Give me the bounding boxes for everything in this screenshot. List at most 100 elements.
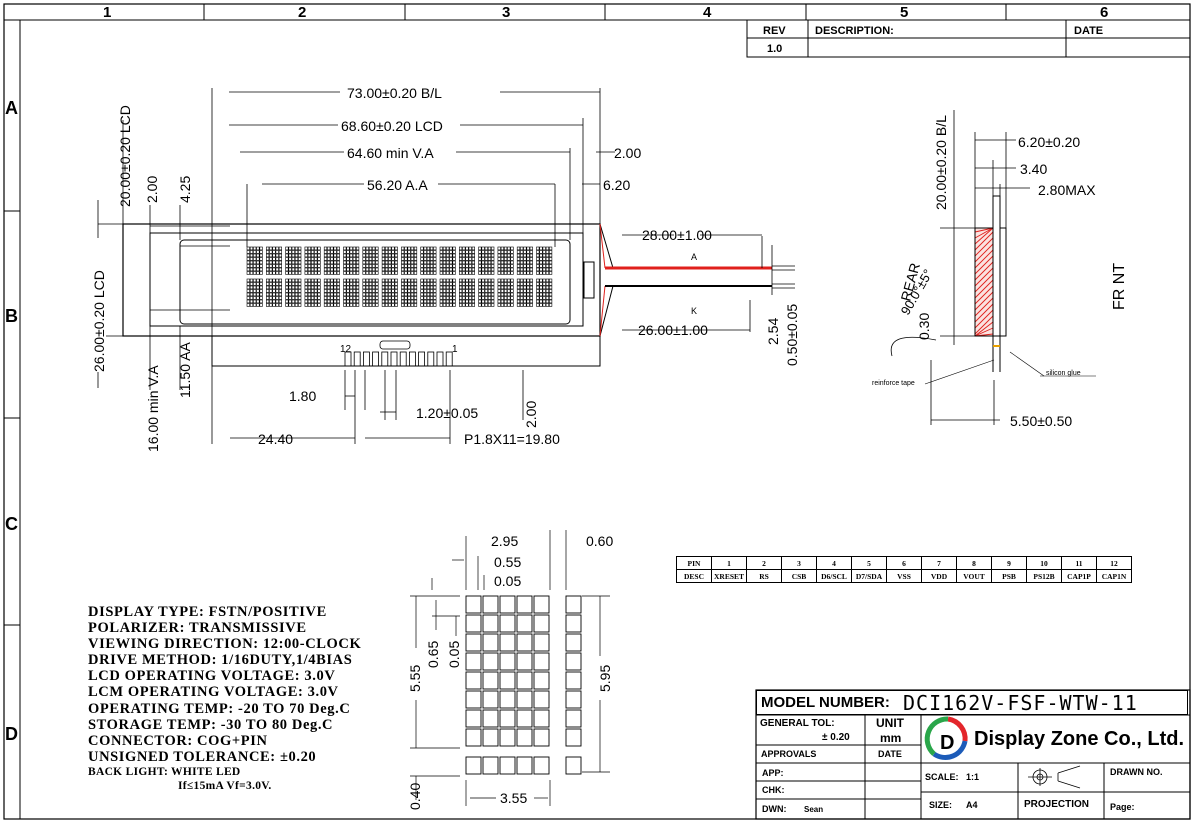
spec-line: OPERATING TEMP: -20 TO 70 Deg.C: [88, 700, 351, 717]
pin-desc-cell: VDD: [921, 569, 958, 583]
unit-label: UNIT: [876, 716, 905, 730]
side-dim-550: 5.50±0.50: [1010, 413, 1072, 429]
scale-value: 1:1: [966, 772, 979, 782]
model-number-label: MODEL NUMBER:: [761, 694, 890, 711]
dim-right-200: 2.00: [614, 145, 641, 161]
dim-120: 1.20±0.05: [416, 405, 478, 421]
general-tol-value: ± 0.20: [822, 732, 850, 743]
pin-number-cell: 9: [991, 556, 1028, 570]
pin-desc-cell: XRESET: [710, 569, 748, 583]
silicon-glue-label: silicon glue: [1046, 370, 1081, 377]
pin-desc-cell: CAP1P: [1061, 569, 1098, 583]
model-number-value: DCI162V-FSF-WTW-11: [903, 691, 1138, 715]
grid-col-3: 3: [502, 4, 510, 21]
spec-line: POLARIZER: TRANSMISSIVE: [88, 620, 307, 637]
pin-desc-cell: CAP1N: [1096, 569, 1133, 583]
dim-lcd-height-26: 26.00±0.20 LCD: [91, 270, 107, 372]
pin-desc-cell: D6/SCL: [816, 569, 853, 583]
pin-number-cell: 11: [1061, 556, 1098, 570]
char-detail-labels: 2.95 0.60 0.55 0.05 0.65 0.05 5.55 5.95 …: [407, 533, 613, 810]
dim-left-425: 4.25: [177, 176, 193, 203]
cd-dim-595: 5.95: [597, 665, 613, 692]
unit-value: mm: [880, 731, 901, 745]
reinforce-tape-label: reinforce tape: [872, 380, 915, 387]
chk-label: CHK:: [762, 785, 785, 795]
general-tol-label: GENERAL TOL:: [760, 718, 835, 729]
size-value: A4: [966, 800, 978, 810]
pin-number-cell: 7: [921, 556, 958, 570]
side-view-labels: 20.00±0.20 B/L 6.20±0.20 3.40 2.80MAX RE…: [872, 115, 1128, 429]
grid-col-4: 4: [703, 4, 712, 21]
pin-1-label: 1: [452, 344, 458, 355]
fpc-pins: [344, 340, 453, 367]
date-label: DATE: [878, 749, 902, 759]
cd-dim-005b: 0.05: [446, 641, 462, 668]
date-header: DATE: [1074, 25, 1103, 37]
front-view: [97, 88, 615, 444]
rev-value: 1.0: [767, 43, 782, 55]
pin-number-cell: 1: [710, 556, 748, 570]
pin-number-cell: 4: [816, 556, 853, 570]
grid-row-b: B: [5, 306, 18, 326]
led-cable: [605, 234, 795, 332]
company-logo-icon: D: [924, 716, 968, 760]
rev-header: REV: [763, 25, 786, 37]
pin-number-cell: 12: [1096, 556, 1133, 570]
pin-desc-cell: D7/SDA: [851, 569, 888, 583]
cd-dim-060: 0.60: [586, 533, 613, 549]
cd-dim-355: 3.55: [500, 790, 527, 806]
grid-col-5: 5: [900, 4, 908, 21]
cd-dim-295: 2.95: [491, 533, 518, 549]
drawn-no-label: DRAWN NO.: [1110, 767, 1163, 777]
scale-label: SCALE:: [925, 772, 959, 782]
pin-number-cell: 6: [886, 556, 923, 570]
dim-200b: 2.00: [523, 401, 539, 428]
side-dim-340: 3.40: [1020, 161, 1047, 177]
pin-number-cell: 5: [851, 556, 888, 570]
pin-number-cell: 3: [781, 556, 818, 570]
dim-va-width: 64.60 min V.A: [347, 145, 434, 161]
cable-k-label: K: [691, 306, 697, 316]
grid-row-c: C: [5, 514, 18, 534]
dim-180: 1.80: [289, 388, 316, 404]
dim-lcd-height-20: 20.00±0.20 LCD: [117, 105, 133, 207]
led-tab: [583, 261, 595, 299]
spec-line: DISPLAY TYPE: FSTN/POSITIVE: [88, 604, 327, 620]
size-label: SIZE:: [929, 800, 952, 810]
company-name: Display Zone Co., Ltd.: [974, 728, 1185, 750]
cable-28-dim: 28.00±1.00: [642, 227, 712, 243]
side-dim-030: 0.30: [916, 313, 932, 340]
pin-desc-cell: VOUT: [956, 569, 993, 583]
svg-text:D: D: [940, 732, 954, 754]
grid-row-d: D: [5, 724, 18, 744]
dim-2440: 24.40: [258, 431, 293, 447]
grid-col-1: 1: [103, 4, 111, 21]
side-dim-620: 6.20±0.20: [1018, 134, 1080, 150]
dim-pitch: P1.8X11=19.80: [464, 431, 560, 447]
side-dim-bl: 20.00±0.20 B/L: [933, 115, 949, 210]
cd-dim-040: 0.40: [407, 783, 423, 810]
page-label: Page:: [1110, 802, 1135, 812]
cd-dim-555: 5.55: [407, 665, 423, 692]
revision-block: REV DESCRIPTION: DATE 1.0: [746, 19, 1191, 58]
dwn-value: Sean: [804, 805, 823, 814]
desc-header: DESCRIPTION:: [815, 25, 894, 37]
spec-line: LCM OPERATING VOLTAGE: 3.0V: [88, 684, 339, 701]
pin-desc-cell: PS12B: [1026, 569, 1063, 583]
dim-lcd-width: 68.60±0.20 LCD: [341, 118, 443, 134]
dim-bl-width: 73.00±0.20 B/L: [347, 85, 442, 101]
spec-line: CONNECTOR: COG+PIN: [88, 732, 268, 749]
spec-line: UNSIGNED TOLERANCE: ±0.20: [88, 748, 317, 765]
model-number-row: MODEL NUMBER: DCI162V-FSF-WTW-11: [756, 690, 1188, 715]
projection-symbol: [1028, 765, 1081, 789]
dim-right-620: 6.20: [603, 177, 630, 193]
character-grid: [246, 246, 553, 307]
dim-left-200: 2.00: [144, 176, 160, 203]
cd-dim-005a: 0.05: [494, 573, 521, 589]
approvals-label: APPROVALS: [761, 749, 816, 759]
